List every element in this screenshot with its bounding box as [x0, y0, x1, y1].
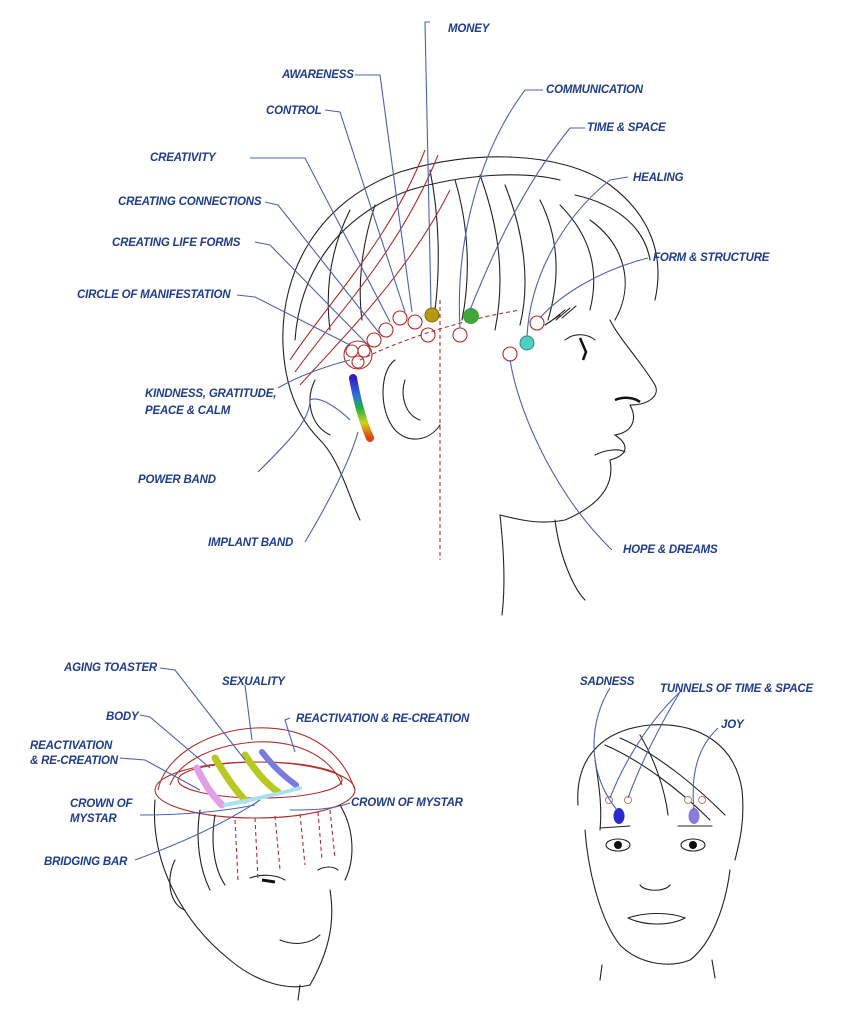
label-hope-dreams: HOPE & DREAMS — [623, 544, 718, 556]
label-kindness-gratitude-peace-calm: KINDNESS, GRATITUDE, PEACE & CALM — [145, 388, 277, 417]
label-sexuality: SEXUALITY — [222, 676, 285, 688]
profile-leader-lines — [236, 21, 649, 551]
label-circle-of-manifestation: CIRCLE OF MANIFESTATION — [77, 289, 231, 301]
profile-head-drawing — [282, 149, 659, 616]
label-awareness: AWARENESS — [282, 69, 354, 81]
label-tunnels-of-time-space: TUNNELS OF TIME & SPACE — [660, 683, 813, 695]
label-implant-band: IMPLANT BAND — [208, 537, 294, 549]
label-joy: JOY — [721, 719, 744, 731]
label-money: MONEY — [448, 23, 490, 35]
label-bridging-bar: BRIDGING BAR — [44, 856, 128, 868]
label-control: CONTROL — [266, 105, 322, 117]
label-crown-of-mystar-right: CROWN OF MYSTAR — [351, 797, 463, 809]
crown-leader-lines — [119, 667, 351, 861]
label-sadness: SADNESS — [580, 676, 635, 688]
crown-head-drawing — [153, 727, 356, 1001]
label-creating-life-forms: CREATING LIFE FORMS — [112, 237, 241, 249]
label-body: BODY — [106, 711, 139, 723]
front-head-drawing — [577, 724, 744, 981]
label-healing: HEALING — [633, 172, 684, 184]
label-creating-connections: CREATING CONNECTIONS — [118, 196, 262, 208]
label-aging-toaster: AGING TOASTER — [64, 662, 158, 674]
label-time-space: TIME & SPACE — [587, 122, 666, 134]
label-creativity: CREATIVITY — [150, 152, 216, 164]
front-leader-lines — [593, 687, 719, 811]
label-communication: COMMUNICATION — [546, 84, 643, 96]
label-crown-of-mystar-left: CROWN OF MYSTAR — [70, 798, 133, 825]
label-form-structure: FORM & STRUCTURE — [653, 252, 770, 264]
label-reactivation-recreation-right: REACTIVATION & RE-CREATION — [296, 713, 470, 725]
label-reactivation-recreation-left: REACTIVATION & RE-CREATION — [30, 740, 118, 767]
label-power-band: POWER BAND — [138, 474, 216, 486]
